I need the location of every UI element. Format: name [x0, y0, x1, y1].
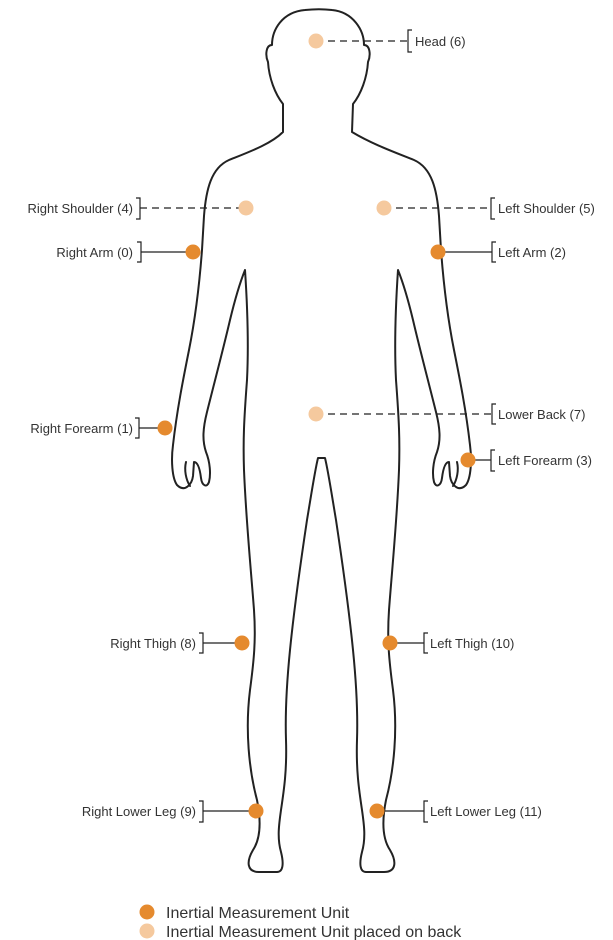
- right-lower-leg-sensor-dot: [249, 804, 264, 819]
- left-forearm-sensor-dot: [461, 453, 476, 468]
- right-hand-detail: [185, 462, 190, 486]
- left-arm-sensor-dot: [431, 245, 446, 260]
- right-arm-sensor-dot: [186, 245, 201, 260]
- leader-lines: [135, 30, 496, 822]
- right-forearm-sensor-dot: [158, 421, 173, 436]
- label-left-arm: Left Arm (2): [498, 245, 566, 260]
- human-body-outline: [172, 9, 471, 872]
- head-sensor-dot: [309, 34, 324, 49]
- label-lower-back: Lower Back (7): [498, 407, 585, 422]
- label-left-forearm: Left Forearm (3): [498, 453, 592, 468]
- left-shoulder-sensor-dot: [377, 201, 392, 216]
- legend: Inertial Measurement Unit Inertial Measu…: [140, 905, 463, 940]
- label-head: Head (6): [415, 34, 466, 49]
- label-right-forearm: Right Forearm (1): [30, 421, 133, 436]
- legend-back-unit-label: Inertial Measurement Unit placed on back: [166, 924, 462, 940]
- lower-back-sensor-dot: [309, 407, 324, 422]
- label-right-shoulder: Right Shoulder (4): [28, 201, 134, 216]
- label-right-arm: Right Arm (0): [56, 245, 133, 260]
- sensor-labels: Head (6) Right Shoulder (4) Left Shoulde…: [28, 34, 595, 819]
- right-thigh-sensor-dot: [235, 636, 250, 651]
- left-thigh-sensor-dot: [383, 636, 398, 651]
- label-right-lower-leg: Right Lower Leg (9): [82, 804, 196, 819]
- label-left-thigh: Left Thigh (10): [430, 636, 514, 651]
- right-shoulder-sensor-dot: [239, 201, 254, 216]
- legend-front-unit-label: Inertial Measurement Unit: [166, 905, 350, 922]
- left-hand-detail: [453, 462, 458, 486]
- label-right-thigh: Right Thigh (8): [110, 636, 196, 651]
- left-lower-leg-sensor-dot: [370, 804, 385, 819]
- label-left-lower-leg: Left Lower Leg (11): [430, 804, 542, 819]
- label-left-shoulder: Left Shoulder (5): [498, 201, 595, 216]
- legend-back-unit-swatch: [140, 924, 155, 939]
- legend-front-unit-swatch: [140, 905, 155, 920]
